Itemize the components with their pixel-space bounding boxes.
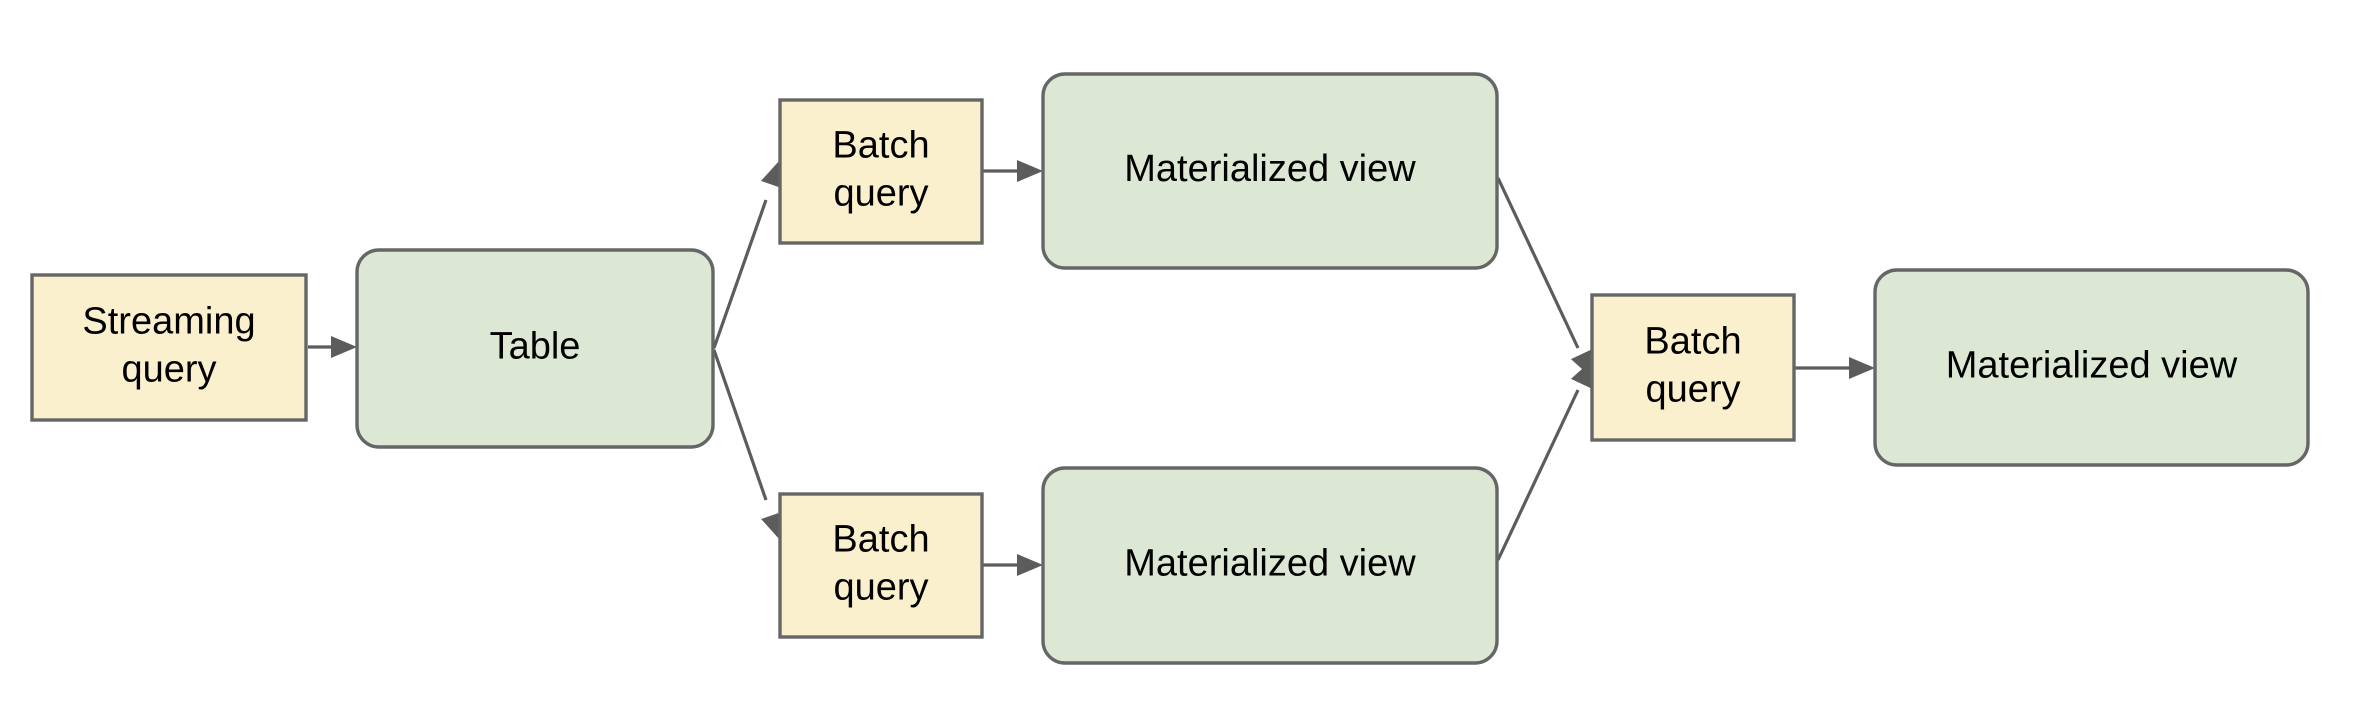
edge-table-to-batch-top	[712, 160, 782, 349]
edge-table-to-batch-bottom-arrowhead-icon	[761, 511, 782, 540]
edge-view-top-to-batch-center-line	[1496, 177, 1580, 349]
edge-view-top-to-batch-center	[1496, 177, 1592, 378]
node-table[interactable]: Table	[355, 248, 715, 449]
edge-table-to-batch-top-line	[712, 199, 768, 349]
node-materialized-view-right-shape[interactable]	[1873, 268, 2310, 467]
edge-table-to-batch-top-arrowhead-icon	[760, 160, 782, 189]
edge-view-bottom-to-batch-center	[1496, 360, 1592, 561]
edge-batch-bottom-to-view-bottom	[983, 554, 1043, 576]
edge-batch-center-to-view-right	[1795, 357, 1875, 379]
edge-batch-center-to-view-right-arrowhead-icon	[1849, 357, 1875, 379]
edges-layer	[308, 160, 1875, 576]
edge-batch-top-to-view-top-arrowhead-icon	[1017, 160, 1043, 182]
node-streaming-query-shape[interactable]	[30, 273, 308, 422]
node-table-label: Table	[490, 326, 581, 368]
edge-batch-top-to-view-top	[983, 160, 1043, 182]
node-materialized-view-bottom[interactable]: Materialized view	[1041, 466, 1499, 665]
node-batch-query-bottom-shape[interactable]	[778, 492, 984, 639]
edge-batch-bottom-to-view-bottom-arrowhead-icon	[1017, 554, 1043, 576]
node-batch-query-top-shape[interactable]	[778, 98, 984, 245]
edge-view-bottom-to-batch-center-line	[1496, 389, 1580, 561]
edge-view-bottom-to-batch-center-arrowhead-icon	[1570, 360, 1592, 389]
node-materialized-view-bottom-label: Materialized view	[1124, 543, 1416, 585]
node-table-shape[interactable]	[355, 248, 715, 449]
node-materialized-view-right-label: Materialized view	[1946, 345, 2238, 387]
edge-streaming-to-table-arrowhead-icon	[331, 336, 357, 358]
node-batch-query-center-shape[interactable]	[1590, 293, 1796, 442]
edge-table-to-batch-bottom-line	[712, 349, 768, 501]
node-materialized-view-top-label: Materialized view	[1124, 148, 1416, 190]
node-materialized-view-top-shape[interactable]	[1041, 72, 1499, 270]
node-materialized-view-bottom-shape[interactable]	[1041, 466, 1499, 665]
node-materialized-view-top[interactable]: Materialized view	[1041, 72, 1499, 270]
node-materialized-view-right[interactable]: Materialized view	[1873, 268, 2310, 467]
edge-streaming-to-table	[308, 336, 357, 358]
edge-table-to-batch-bottom	[712, 349, 782, 540]
